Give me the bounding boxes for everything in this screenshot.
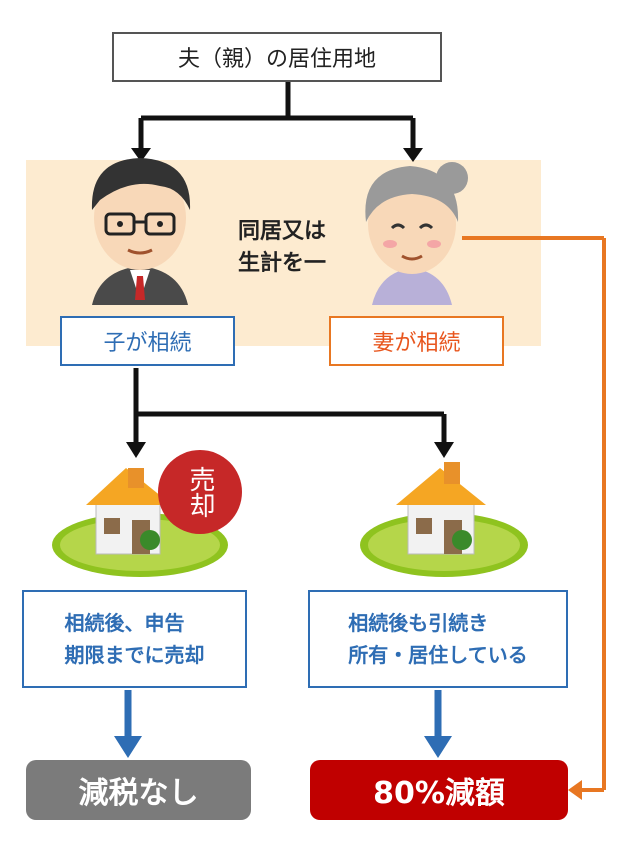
left-house-illustration [52,468,228,577]
center-label-line-1: 同居又は [237,219,326,244]
center-label: 同居又は 生計を一 [212,216,352,280]
center-label-line-2: 生計を一 [237,250,326,276]
note-left-line-1: 相続後、申告 [64,611,185,635]
middle-split-connector [133,368,447,444]
note-right-box: 相続後も引続き 所有・居住している [308,590,568,688]
top-label-box: 夫（親）の居住用地 [112,32,442,82]
left-result-arrow [114,690,142,758]
wife-illustration [365,162,468,305]
sold-badge: 売却 [158,450,242,534]
top-split-connector [138,82,416,150]
note-right-line-2: 所有・居住している [348,643,528,667]
son-illustration [91,158,191,305]
wife-inherits-box: 妻が相続 [329,316,504,366]
right-house-illustration [360,462,528,577]
right-result-arrow [424,690,452,758]
wife-to-result-connector [462,236,606,792]
note-right-line-1: 相続後も引続き [348,611,489,635]
child-inherits-box: 子が相続 [60,316,235,366]
note-left-box: 相続後、申告 期限までに売却 [22,590,247,688]
arrow-to-son [131,148,151,162]
note-left-line-2: 期限までに売却 [64,643,205,667]
arrow-to-80-result [568,780,582,800]
arrow-to-left-house [126,442,146,458]
result-no-reduction: 減税なし [26,760,251,820]
result-80-percent-reduction: 80%減額 [310,760,568,820]
arrow-to-wife [403,148,423,162]
arrow-to-right-house [434,442,454,458]
